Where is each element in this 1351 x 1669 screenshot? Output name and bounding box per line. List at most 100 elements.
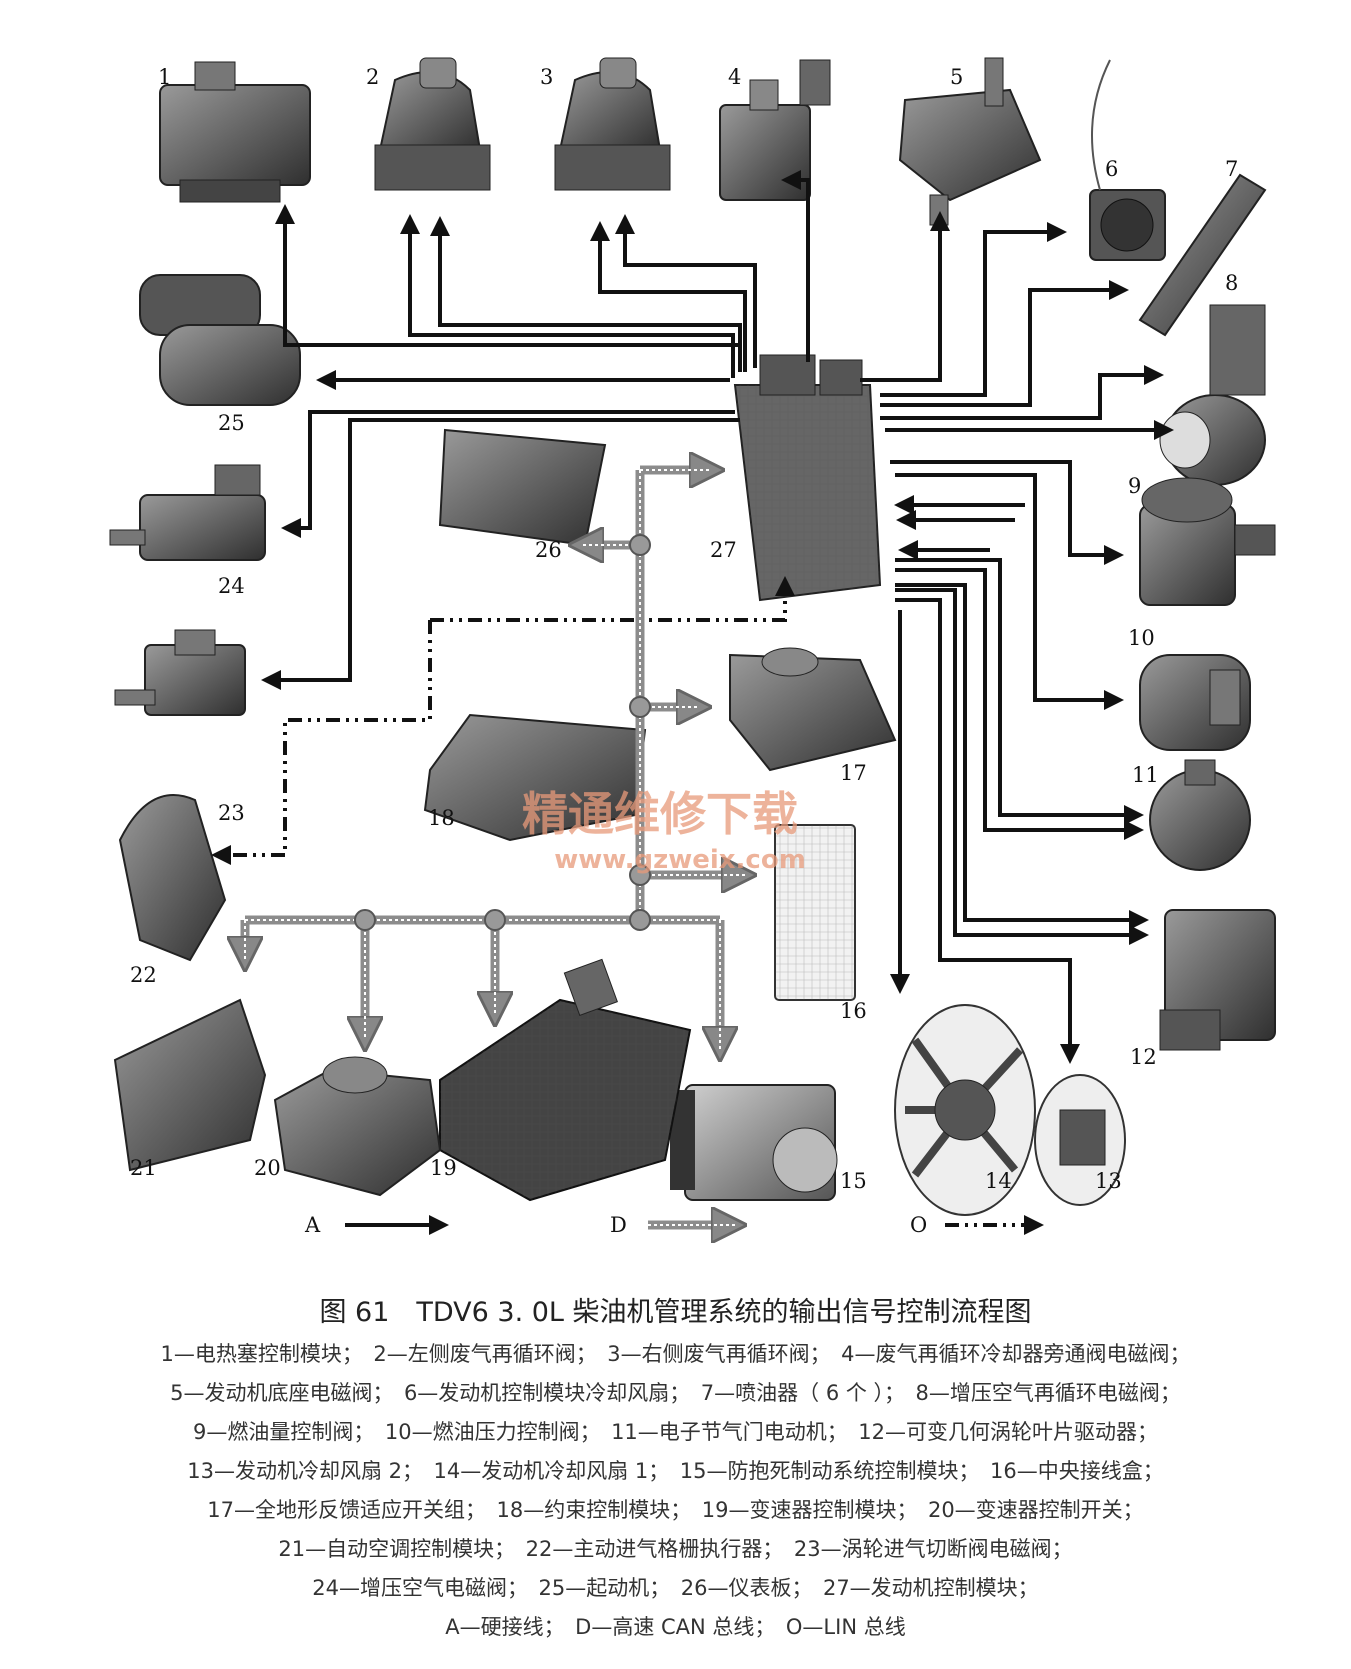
label-14: 14 xyxy=(985,1169,1012,1193)
electronic-throttle-motor-image xyxy=(1149,759,1251,871)
glow-plug-control-module-image xyxy=(159,61,311,203)
caption-line-1: 1—电热塞控制模块； 2—左侧废气再循环阀； 3—右侧废气再循环阀； 4—废气再… xyxy=(160,1342,1191,1366)
label-7: 7 xyxy=(1225,157,1238,181)
wire-to-2b xyxy=(430,216,742,372)
label-3: 3 xyxy=(540,65,553,89)
wire-to-8 xyxy=(880,365,1164,420)
can-node xyxy=(629,534,651,556)
can-node xyxy=(629,696,651,718)
climate-control-module-image xyxy=(113,998,267,1172)
label-15: 15 xyxy=(840,1169,867,1193)
label-25: 25 xyxy=(218,411,245,435)
legend-letter-d: D xyxy=(610,1213,627,1237)
terrain-response-switchpack-image xyxy=(729,647,897,772)
wire-to-24 xyxy=(281,410,735,538)
caption-line-5: 17—全地形反馈适应开关组； 18—约束控制模块； 19—变速器控制模块； 20… xyxy=(207,1498,1144,1522)
wire-to-11 xyxy=(895,558,1144,825)
label-1: 1 xyxy=(158,65,171,89)
label-9: 9 xyxy=(1128,474,1141,498)
legend-letter-a: A xyxy=(304,1213,321,1237)
label-26: 26 xyxy=(535,538,562,562)
label-18: 18 xyxy=(428,806,455,830)
label-23: 23 xyxy=(218,801,245,825)
caption-line-4: 13—发动机冷却风扇 2； 14—发动机冷却风扇 1； 15—防抱死制动系统控制… xyxy=(187,1459,1164,1483)
vgt-actuator-image xyxy=(1159,909,1276,1051)
label-20: 20 xyxy=(254,1156,281,1180)
label-11: 11 xyxy=(1132,763,1159,787)
instrument-cluster-image xyxy=(438,428,607,547)
charge-air-solenoid-image xyxy=(109,464,266,561)
label-22: 22 xyxy=(130,963,157,987)
left-egr-valve-image xyxy=(374,57,491,191)
watermark-url: www.gzweix.com xyxy=(554,845,806,875)
wire-to-9 xyxy=(890,460,1124,565)
charge-air-recirculation-solenoid-image xyxy=(1159,304,1266,486)
label-8: 8 xyxy=(1225,271,1238,295)
lin-bus-to-27 xyxy=(430,576,795,622)
wire-to-3b xyxy=(615,214,757,368)
label-19: 19 xyxy=(430,1156,457,1180)
fuel-pressure-control-valve-image xyxy=(1139,654,1251,751)
engine-mount-solenoid-image xyxy=(898,57,1042,226)
wire-to-5 xyxy=(860,211,950,382)
label-6: 6 xyxy=(1105,157,1118,181)
label-12: 12 xyxy=(1130,1045,1157,1069)
label-10: 10 xyxy=(1128,626,1155,650)
wire-to-6 xyxy=(880,222,1067,397)
label-21: 21 xyxy=(130,1156,157,1180)
ecm-image xyxy=(733,354,882,602)
central-junction-box-image xyxy=(774,824,856,1001)
wire-to-13 xyxy=(895,598,1080,1064)
figure-title: 图 61 TDV6 3. 0L 柴油机管理系统的输出信号控制流程图 xyxy=(319,1297,1032,1328)
wire-to-11b xyxy=(895,568,1144,840)
label-17: 17 xyxy=(840,761,867,785)
caption-line-6: 21—自动空调控制模块； 22—主动进气格栅执行器； 23—涡轮进气切断阀电磁阀… xyxy=(278,1537,1073,1561)
right-egr-valve-image xyxy=(554,57,671,191)
label-27: 27 xyxy=(710,538,737,562)
wire-to-3a xyxy=(590,221,747,372)
wire-to-2a xyxy=(400,214,735,378)
wire-to-12b xyxy=(895,588,1149,945)
can-junction-nodes xyxy=(354,534,651,931)
injector-image xyxy=(1138,173,1267,337)
active-grille-shutter-actuator-image xyxy=(118,794,227,962)
diagram-legend: A D O xyxy=(304,1213,1044,1237)
component-numbers: 1 2 3 4 5 6 7 8 9 10 11 12 13 14 15 16 1… xyxy=(130,65,1238,1193)
abs-module-image xyxy=(670,1084,838,1201)
can-node xyxy=(629,909,651,931)
transmission-control-switch-image xyxy=(273,1056,442,1197)
caption-line-2: 5—发动机底座电磁阀； 6—发动机控制模块冷却风扇； 7—喷油器（ 6 个 ）；… xyxy=(170,1381,1181,1405)
transmission-control-module-image xyxy=(439,958,692,1202)
caption-line-8: A—硬接线； D—高速 CAN 总线； O—LIN 总线 xyxy=(445,1615,906,1639)
label-4: 4 xyxy=(728,65,741,89)
can-node xyxy=(629,864,651,886)
restraints-control-module-image xyxy=(423,713,647,842)
fuel-volume-control-valve-image xyxy=(1139,477,1276,606)
wire-to-7 xyxy=(880,280,1129,407)
label-24: 24 xyxy=(218,574,245,598)
caption-line-3: 9—燃油量控制阀； 10—燃油压力控制阀； 11—电子节气门电动机； 12—可变… xyxy=(192,1420,1159,1444)
can-node xyxy=(354,909,376,931)
lin-bus-to-22 xyxy=(211,620,432,865)
legend-letter-o: O xyxy=(910,1213,927,1237)
hardwired-connections xyxy=(261,170,1174,1064)
label-2: 2 xyxy=(366,65,379,89)
wire-to-10 xyxy=(895,473,1124,710)
wire-to-1 xyxy=(275,204,742,368)
wire-to-23 xyxy=(261,418,740,690)
caption-line-7: 24—增压空气电磁阀； 25—起动机； 26—仪表板； 27—发动机控制模块； xyxy=(312,1576,1039,1600)
label-16: 16 xyxy=(840,999,867,1023)
watermark-text: 精通维修下载 xyxy=(522,787,798,841)
wire-to-12 xyxy=(895,583,1149,930)
lin-connections xyxy=(211,576,795,865)
engine-cooling-fan-2-image xyxy=(1034,1074,1126,1206)
label-5: 5 xyxy=(950,65,963,89)
engine-cooling-fan-1-image xyxy=(894,1004,1036,1216)
starter-motor-image xyxy=(139,274,301,406)
label-13: 13 xyxy=(1095,1169,1122,1193)
can-node xyxy=(484,909,506,931)
ecm-cooling-fan-image xyxy=(1089,59,1166,261)
turbo-intake-cutoff-solenoid-image xyxy=(114,629,246,716)
wire-to-4 xyxy=(781,170,810,362)
